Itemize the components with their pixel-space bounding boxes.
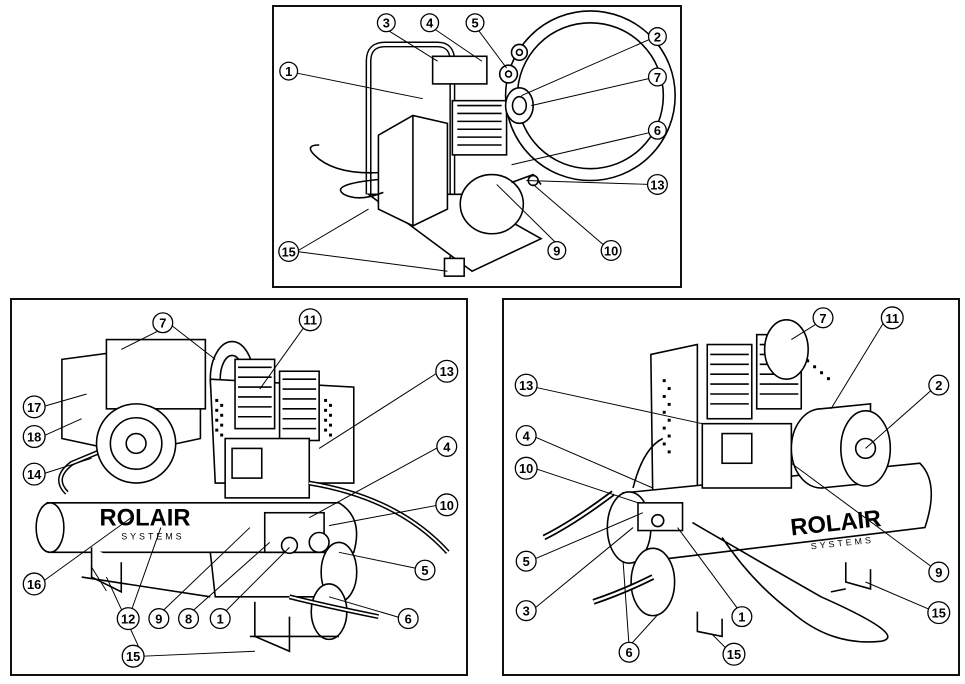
callout-5: 5 (515, 550, 537, 572)
callout-12: 12 (116, 607, 140, 631)
svg-text:7: 7 (654, 70, 661, 85)
callout-1: 1 (209, 608, 231, 630)
callout-3: 3 (376, 13, 396, 33)
svg-text:9: 9 (935, 565, 942, 580)
callout-15: 15 (278, 240, 300, 262)
callout-15: 15 (121, 644, 145, 668)
svg-text:5: 5 (421, 563, 428, 578)
bottom-right-callouts: 7 11 13 2 4 10 5 3 9 1 6 15 15 (514, 306, 951, 666)
callout-9: 9 (928, 561, 950, 583)
callout-11: 11 (880, 306, 904, 330)
top-diagram-panel: 1 3 4 5 2 7 6 13 9 10 15 (272, 5, 682, 288)
callout-5: 5 (414, 559, 436, 581)
bottom-right-compressor-illustration: ROLAIR SYSTEMS 7 11 13 2 4 10 (514, 306, 951, 666)
svg-text:11: 11 (303, 313, 317, 328)
svg-text:ROLAIR: ROLAIR (99, 506, 190, 532)
callout-6: 6 (618, 641, 640, 663)
callout-9: 9 (148, 608, 170, 630)
svg-text:17: 17 (27, 400, 41, 415)
svg-text:13: 13 (519, 378, 533, 393)
svg-text:4: 4 (443, 439, 451, 454)
callout-17: 17 (22, 395, 46, 419)
svg-text:7: 7 (819, 311, 826, 326)
callout-4: 4 (436, 435, 458, 457)
svg-text:10: 10 (604, 243, 618, 258)
svg-text:13: 13 (650, 177, 664, 192)
callout-7: 7 (152, 312, 174, 334)
callout-16: 16 (22, 572, 46, 596)
svg-text:1: 1 (738, 610, 745, 625)
callout-8: 8 (178, 608, 200, 630)
callout-4: 4 (420, 13, 440, 33)
callout-4: 4 (515, 425, 537, 447)
callout-7: 7 (812, 307, 834, 329)
svg-text:10: 10 (519, 461, 533, 476)
callout-13: 13 (435, 359, 459, 383)
svg-text:SYSTEMS: SYSTEMS (121, 531, 184, 541)
svg-text:3: 3 (383, 16, 390, 31)
top-compressor-illustration: 1 3 4 5 2 7 6 13 9 10 15 (278, 10, 676, 277)
svg-text:13: 13 (440, 364, 454, 379)
svg-text:6: 6 (654, 123, 661, 138)
callout-7: 7 (647, 67, 667, 87)
callout-10: 10 (435, 493, 459, 517)
callout-3: 3 (515, 600, 537, 622)
callout-1: 1 (279, 61, 299, 81)
bottom-left-compressor-illustration: ROLAIR SYSTEMS 7 11 (22, 308, 459, 668)
callout-5: 5 (465, 13, 485, 33)
bottom-left-diagram-panel: ROLAIR SYSTEMS 7 11 (10, 298, 468, 676)
callout-6: 6 (647, 120, 667, 140)
callout-6: 6 (397, 608, 419, 630)
svg-text:15: 15 (727, 647, 741, 662)
brand-logo-left: ROLAIR SYSTEMS (99, 506, 190, 542)
svg-text:11: 11 (885, 311, 899, 326)
svg-text:2: 2 (935, 378, 942, 393)
svg-text:4: 4 (523, 428, 531, 443)
svg-text:15: 15 (932, 606, 946, 621)
svg-text:15: 15 (126, 649, 140, 664)
callout-13: 13 (514, 373, 538, 397)
svg-text:5: 5 (471, 16, 478, 31)
svg-text:18: 18 (27, 429, 41, 444)
callout-2: 2 (928, 374, 950, 396)
svg-text:6: 6 (405, 612, 412, 627)
svg-text:7: 7 (159, 316, 166, 331)
callout-15: 15 (927, 601, 951, 625)
callout-11: 11 (298, 308, 322, 332)
svg-text:12: 12 (121, 612, 135, 627)
svg-text:1: 1 (217, 612, 224, 627)
svg-text:9: 9 (155, 612, 162, 627)
svg-text:2: 2 (654, 30, 661, 45)
top-callouts: 1 3 4 5 2 7 6 13 9 10 15 (278, 13, 668, 262)
bottom-right-diagram-panel: ROLAIR SYSTEMS 7 11 13 2 4 10 (502, 298, 960, 676)
callout-14: 14 (22, 462, 46, 486)
callout-13: 13 (646, 173, 668, 195)
bottom-left-callouts: 7 11 13 17 18 4 14 10 16 5 6 12 9 8 1 15 (22, 308, 459, 668)
svg-text:5: 5 (523, 554, 530, 569)
svg-text:10: 10 (440, 498, 454, 513)
svg-text:16: 16 (27, 577, 41, 592)
svg-text:8: 8 (185, 612, 192, 627)
callout-1: 1 (731, 606, 753, 628)
callout-18: 18 (22, 425, 46, 449)
callout-9: 9 (547, 240, 567, 261)
svg-text:4: 4 (426, 16, 434, 31)
svg-text:14: 14 (27, 467, 42, 482)
svg-text:6: 6 (626, 645, 633, 660)
svg-text:3: 3 (523, 604, 530, 619)
svg-text:9: 9 (553, 243, 560, 258)
callout-10: 10 (600, 240, 622, 262)
callout-15: 15 (722, 642, 746, 666)
callout-10: 10 (514, 456, 538, 480)
svg-text:15: 15 (282, 244, 296, 259)
callout-2: 2 (647, 27, 667, 47)
svg-text:1: 1 (285, 64, 292, 79)
